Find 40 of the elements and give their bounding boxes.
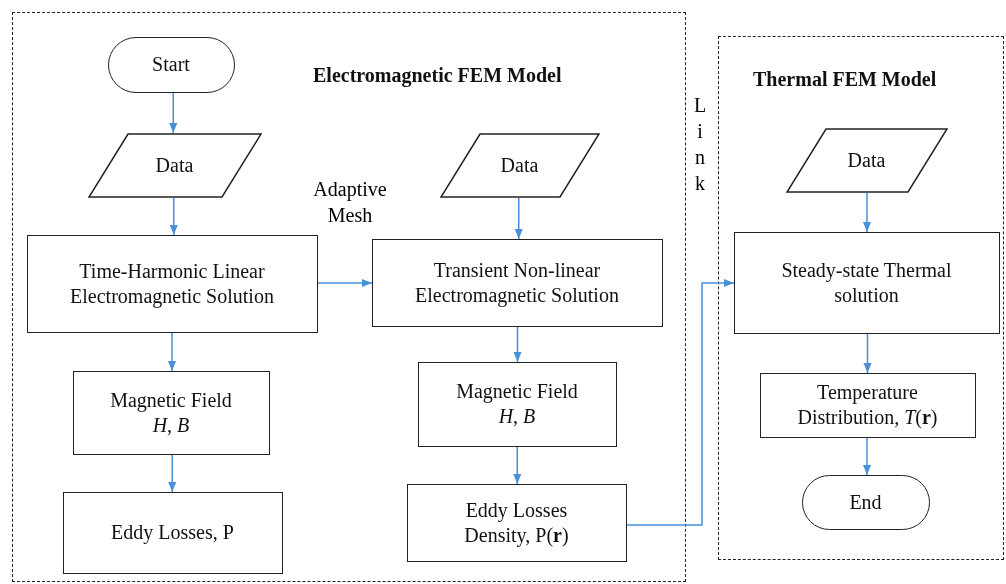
node-text: Start bbox=[152, 52, 190, 77]
node-text: Eddy Losses Density, P(r) bbox=[463, 497, 570, 548]
process-box bbox=[733, 231, 1000, 334]
node-text: Steady-state Thermal solution bbox=[780, 257, 953, 308]
process-box bbox=[759, 372, 976, 438]
group-title: Thermal FEM Model bbox=[753, 67, 937, 92]
node-text: Magnetic Field bbox=[456, 379, 578, 404]
process-box bbox=[371, 238, 663, 327]
node-text: H, B bbox=[498, 404, 536, 429]
arrow bbox=[169, 92, 178, 134]
node-text: Time-Harmonic Linear Electromagnetic Solution bbox=[69, 258, 275, 309]
process-box bbox=[406, 483, 627, 562]
process-box bbox=[62, 491, 283, 574]
node-text: Magnetic Field bbox=[110, 387, 232, 413]
dashed-group-frame bbox=[718, 36, 1004, 560]
arrow bbox=[514, 197, 523, 240]
arrow bbox=[167, 332, 177, 372]
arrow bbox=[317, 278, 373, 288]
arrow bbox=[863, 333, 872, 374]
node-text: Eddy Losses, P bbox=[111, 520, 234, 545]
arrow bbox=[513, 326, 522, 363]
group-title: Electromagnetic FEM Model bbox=[313, 63, 562, 88]
arrow bbox=[862, 192, 872, 233]
arrow bbox=[169, 197, 178, 236]
vertical-label: Link bbox=[693, 93, 707, 196]
arrow bbox=[862, 437, 872, 476]
dashed-group-frame bbox=[12, 12, 686, 582]
process-box bbox=[417, 361, 617, 447]
process-box bbox=[26, 234, 318, 333]
node-text: Data bbox=[500, 152, 539, 178]
node-text: Data bbox=[155, 152, 194, 178]
process-box bbox=[72, 370, 270, 455]
arrow bbox=[513, 446, 522, 485]
node-text: Data bbox=[847, 147, 886, 173]
node-text: H, B bbox=[152, 412, 190, 438]
node-text: Transient Non-linear Electromagnetic Solution bbox=[414, 257, 620, 308]
node-text: Temperature Distribution, T(r) bbox=[796, 380, 939, 430]
node-text: End bbox=[849, 489, 882, 515]
arrow bbox=[626, 278, 735, 526]
arrow bbox=[168, 454, 177, 493]
